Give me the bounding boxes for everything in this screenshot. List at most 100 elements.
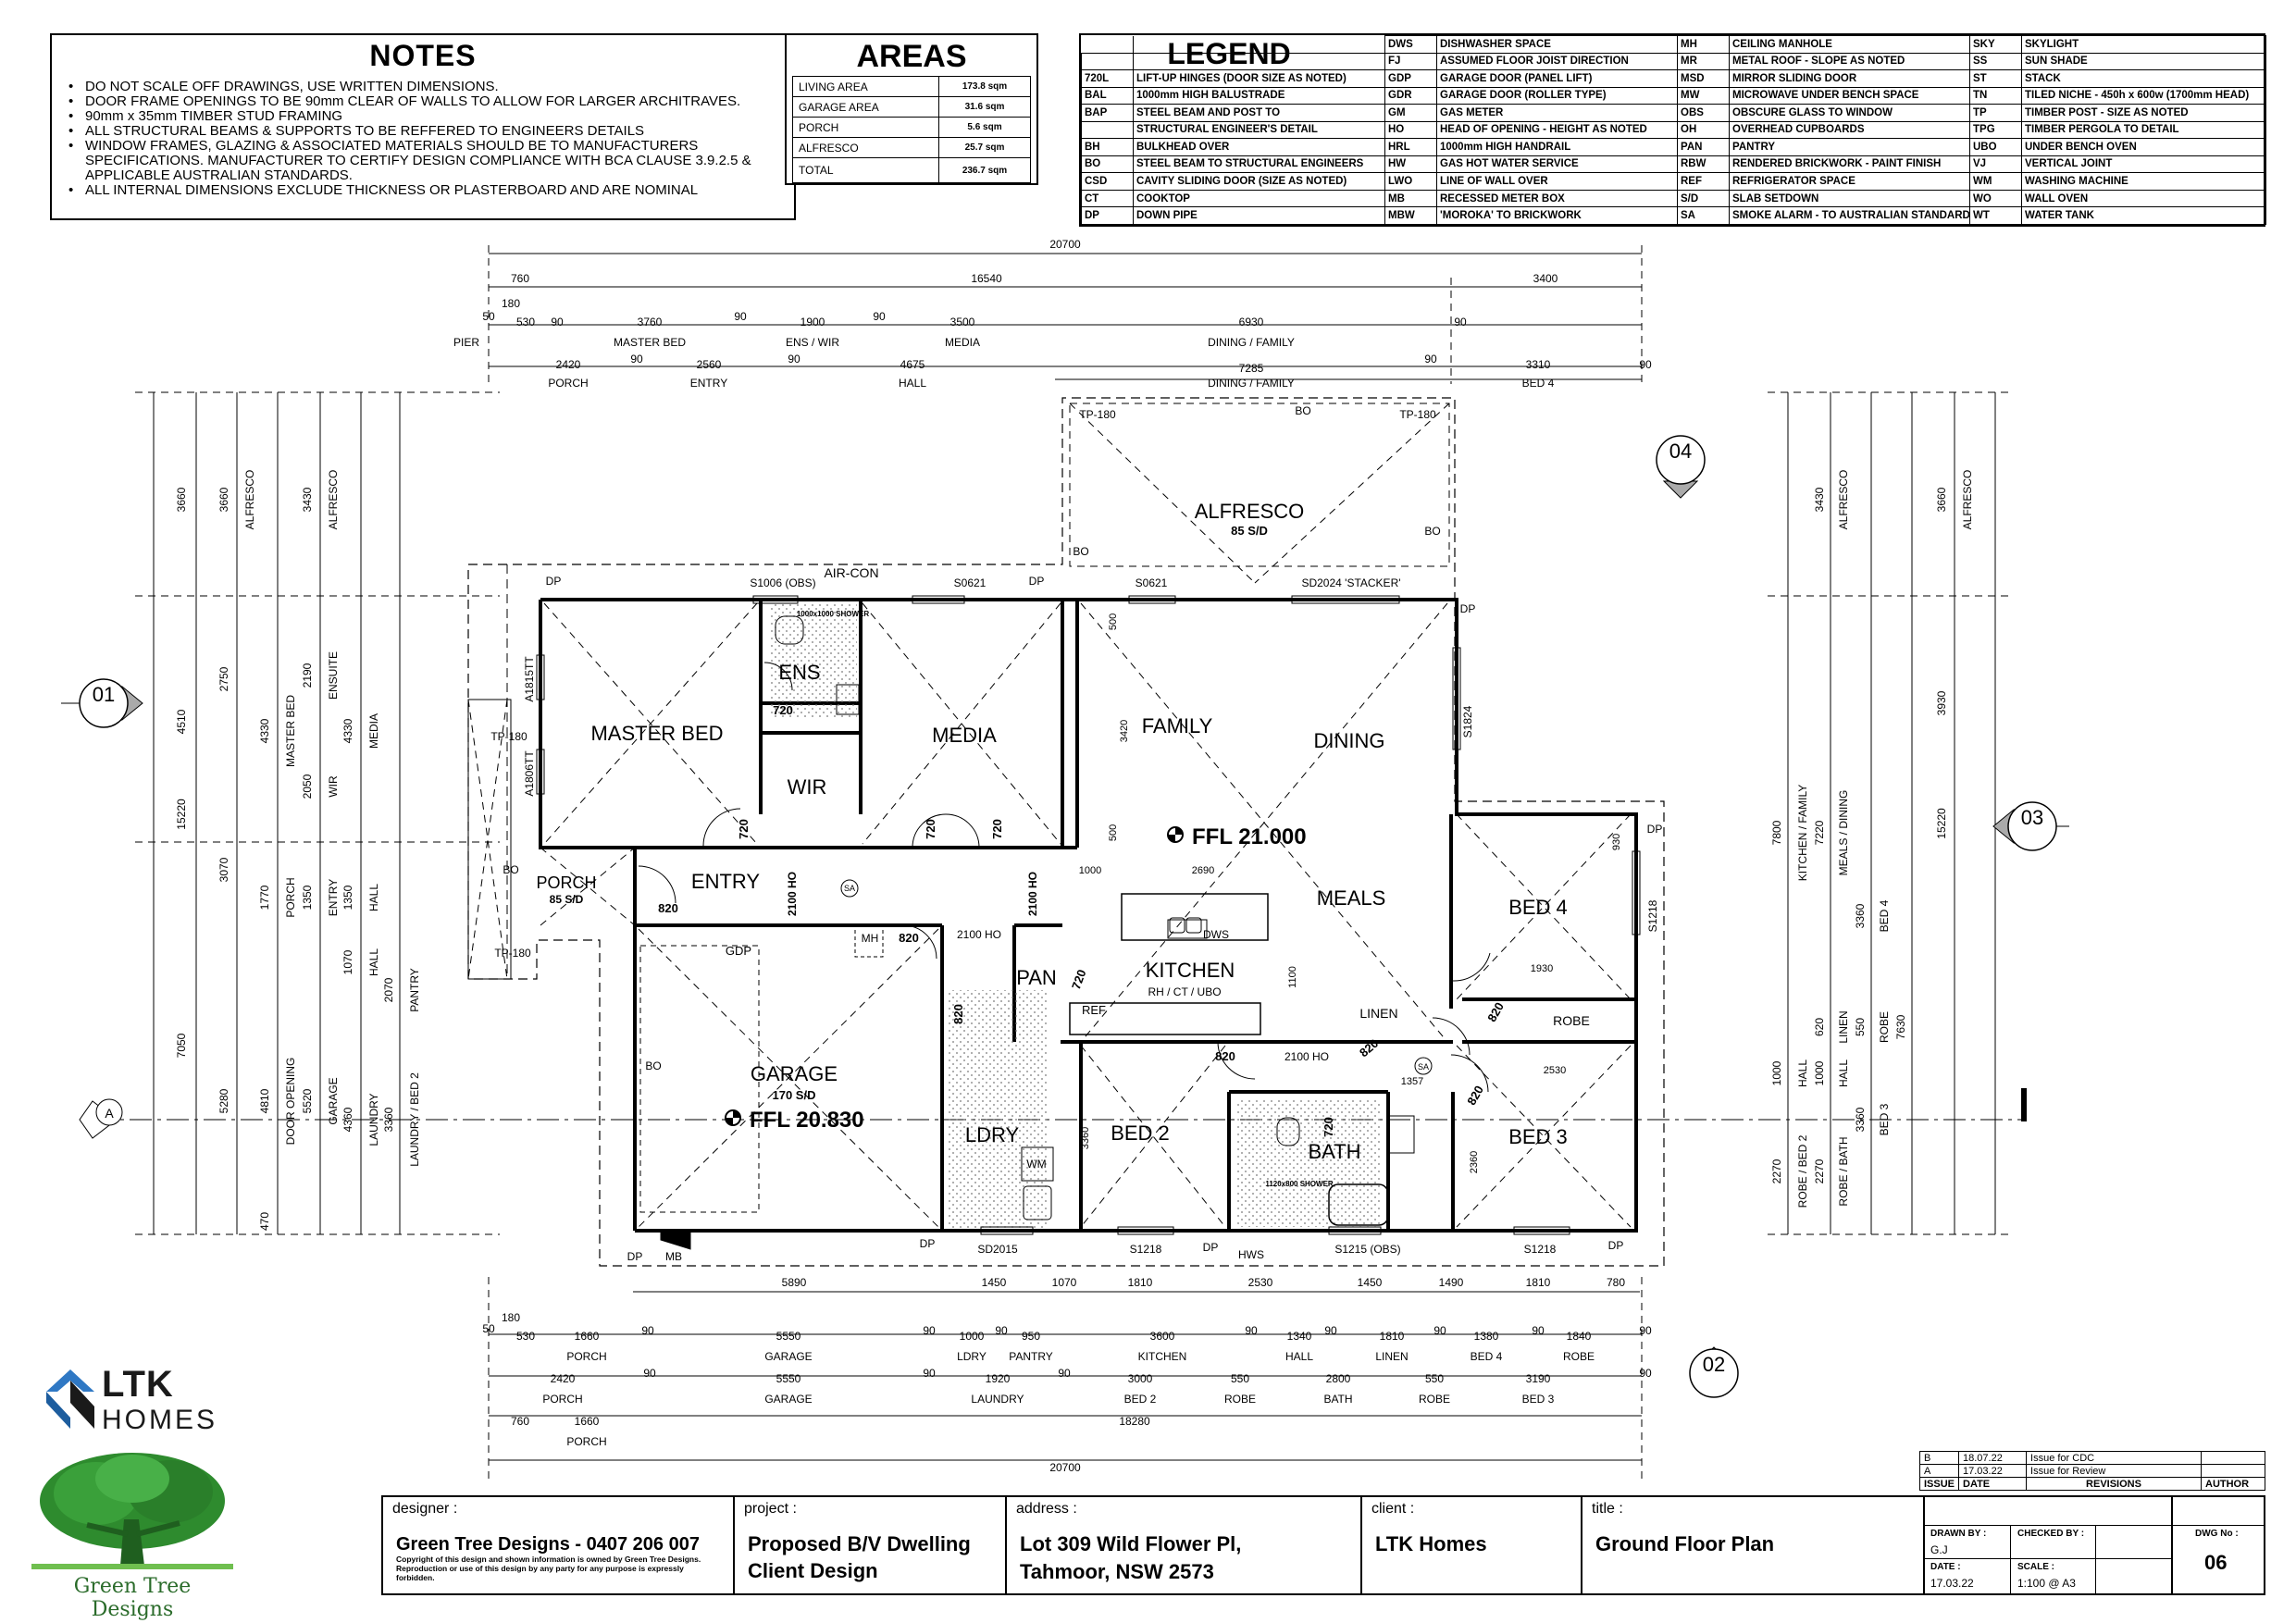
bo-label: BO [503, 863, 518, 876]
dim-label: LAUNDRY / BED 2 [408, 1072, 421, 1167]
ho-label: 2100 HO [786, 872, 799, 916]
rev-header-date: DATE [1958, 1477, 2028, 1491]
dim-text: 3000 [1128, 1372, 1153, 1385]
marker-01[interactable]: 01 [61, 678, 143, 728]
marker-04[interactable]: 04 [1656, 435, 1706, 499]
window-label: S0621 [1136, 576, 1168, 589]
tb-address-line1: Lot 309 Wild Flower Pl, [1020, 1532, 1242, 1555]
window-label: S1218 [1130, 1243, 1162, 1256]
area-value: 236.7 sqm [938, 157, 1031, 183]
aircon-label: AIR-CON [824, 565, 878, 580]
legend-code: WT [1969, 206, 2022, 225]
door-size: 720 [1322, 1117, 1335, 1137]
dim-text: 90 [1433, 1324, 1446, 1337]
window-label: S1215 (OBS) [1334, 1243, 1400, 1256]
dim-text: 1070 [1052, 1276, 1077, 1289]
marker-A[interactable]: A [79, 1088, 2027, 1139]
rev-blank-area [1919, 1377, 2265, 1452]
marker-02[interactable]: 02 [1689, 1346, 1739, 1398]
bo-label: BO [645, 1059, 661, 1072]
dim-label: DOOR OPENING [284, 1058, 297, 1146]
dim-text: 2560 [697, 358, 722, 371]
dp-label: DP [920, 1237, 936, 1250]
tb-designer-value: Green Tree Designs - 0407 206 007 [396, 1534, 700, 1555]
tb-date: 17.03.22 [1930, 1577, 1974, 1590]
bo-label: BO [1424, 525, 1440, 538]
dim-text: 90 [873, 310, 886, 323]
note-item: WINDOW FRAMES, GLAZING & ASSOCIATED MATE… [65, 139, 787, 183]
dim-text: 90 [1245, 1324, 1258, 1337]
dim-label: ALFRESCO [1961, 470, 1974, 530]
dim-text: 90 [630, 353, 643, 365]
note-item: ALL STRUCTURAL BEAMS & SUPPORTS TO BE RE… [65, 124, 787, 140]
dim-text: 3930 [1935, 690, 1948, 715]
note-item: ALL INTERNAL DIMENSIONS EXCLUDE THICKNES… [65, 183, 787, 199]
dim-text: 50 [482, 310, 495, 323]
legend-desc: WATER TANK [2021, 206, 2266, 225]
dp-label: DP [1029, 575, 1045, 588]
dim-text: 1450 [1358, 1276, 1383, 1289]
tb-head: designer : [392, 1501, 458, 1517]
dim-text: 1000 [1770, 1060, 1783, 1085]
dim-label: BED 2 [1124, 1393, 1157, 1406]
dim-text: 2360 [1469, 1151, 1480, 1173]
room-alfresco: ALFRESCO [1195, 500, 1305, 523]
legend-code: GDR [1384, 86, 1437, 105]
legend-code: LWO [1384, 172, 1437, 191]
room-meals: MEALS [1317, 886, 1386, 910]
tb-project: project : Proposed B/V Dwelling Client D… [735, 1497, 1007, 1593]
dim-label: HALL [367, 948, 380, 976]
legend-desc: GARAGE DOOR (PANEL LIFT) [1436, 69, 1678, 88]
dim-text: 90 [1424, 353, 1437, 365]
dp-label: DP [1608, 1239, 1624, 1252]
marker-03[interactable]: 03 [1992, 801, 2069, 851]
tb-head: client : [1371, 1501, 1415, 1517]
dim-text: 90 [1532, 1324, 1545, 1337]
legend-code: RBW [1677, 155, 1730, 174]
room-bath: BATH [1308, 1140, 1360, 1163]
legend-desc: GAS METER [1436, 104, 1678, 122]
dim-text: 3430 [301, 487, 314, 512]
ltk-logo-subtext: HOMES [102, 1405, 218, 1435]
dim-text: 3660 [217, 487, 230, 512]
room-porch: PORCH [536, 873, 596, 892]
tb-scale: 1:100 @ A3 [2017, 1577, 2076, 1590]
dim-text: 3660 [175, 487, 188, 512]
dim-text: 3600 [1150, 1330, 1175, 1343]
dim-label: HALL [1837, 1059, 1850, 1087]
dp-label: DP [1203, 1241, 1219, 1254]
dim-text: 1770 [258, 885, 271, 910]
room-kitchen-note: RH / CT / UBO [1148, 985, 1221, 998]
left-dimensions [135, 391, 500, 1235]
room-linen: LINEN [1359, 1006, 1397, 1021]
dim-label: GARAGE [764, 1393, 812, 1406]
dim-label: ALFRESCO [1837, 470, 1850, 530]
dim-text: 1810 [1128, 1276, 1153, 1289]
dim-label: HALL [1285, 1350, 1313, 1363]
dim-label: ENSUITE [327, 651, 340, 700]
room-bed4: BED 4 [1508, 896, 1568, 919]
rev-desc: Issue for CDC [2026, 1451, 2202, 1465]
shower2-label: 1120x800 SHOWER [1265, 1180, 1334, 1188]
tb-head: project : [744, 1501, 797, 1517]
dim-label: ROBE [1563, 1350, 1595, 1363]
legend-title: LEGEND [1167, 37, 1291, 70]
dp-label: DP [1460, 602, 1476, 615]
dim-text: 15220 [1935, 808, 1948, 839]
door-size: 720 [737, 819, 751, 839]
tb-copyright: Copyright of this design and shown infor… [396, 1555, 701, 1582]
dim-text: 2070 [382, 977, 395, 1002]
legend-desc: SUN SHADE [2021, 52, 2266, 71]
rev-row: A 17.03.22 Issue for Review [1918, 1464, 2265, 1478]
building [467, 397, 1665, 1267]
room-alfresco-sd: 85 S/D [1231, 524, 1268, 538]
misc-labels: TP-180 TP-180 TP-180 TP-180 BO BO BO BO … [490, 404, 1662, 1263]
window-label: S0621 [954, 576, 987, 589]
dim-label: WIR [327, 775, 340, 798]
